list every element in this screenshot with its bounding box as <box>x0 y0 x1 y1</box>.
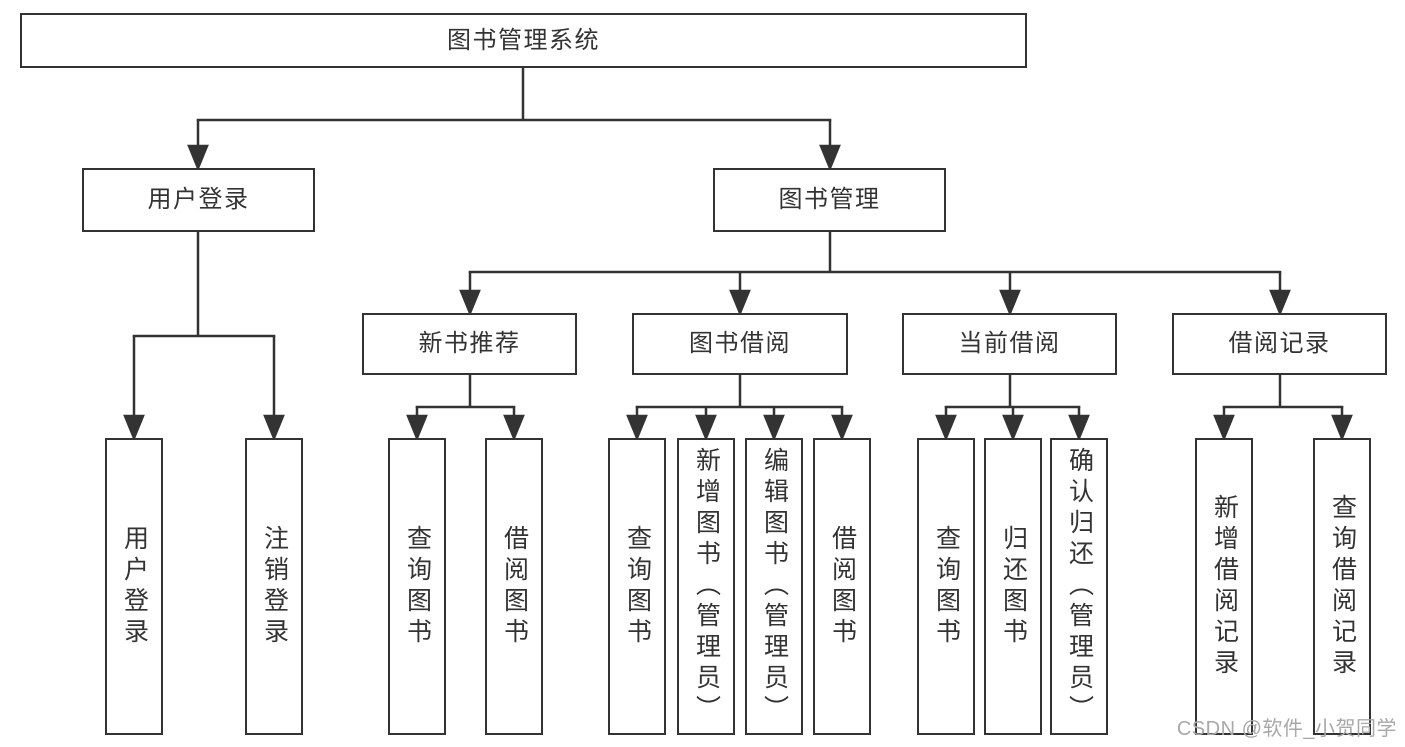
node-current-borrow-label: 当前借阅 <box>958 330 1061 357</box>
node-root: 图书管理系统 <box>20 13 1027 68</box>
node-borrow-records: 借阅记录 <box>1172 313 1387 375</box>
node-current-borrow: 当前借阅 <box>902 313 1117 375</box>
node-borrowing: 图书借阅 <box>632 313 848 375</box>
leaf-borrowing-query-label: 查询图书 <box>623 524 652 649</box>
leaf-logout: 注销登录 <box>245 438 303 735</box>
leaf-current-query-label: 查询图书 <box>932 524 961 649</box>
leaf-logout-label: 注销登录 <box>260 524 289 649</box>
node-new-books: 新书推荐 <box>362 313 577 375</box>
leaf-borrowing-add-label: 新增图书（管理员） <box>692 447 721 726</box>
connector-borrowing-to-leaves <box>626 374 853 442</box>
connector-current-to-leaves <box>935 374 1090 442</box>
connector-new-books-to-leaves <box>406 374 525 442</box>
node-user-login: 用户登录 <box>82 168 315 232</box>
leaf-current-confirm-return-label: 确认归还（管理员） <box>1065 447 1094 726</box>
leaf-new-books-query-label: 查询图书 <box>403 524 432 649</box>
node-new-books-label: 新书推荐 <box>418 330 521 357</box>
node-borrow-records-label: 借阅记录 <box>1228 330 1331 357</box>
node-borrowing-label: 图书借阅 <box>689 330 791 357</box>
leaf-new-books-borrow-label: 借阅图书 <box>500 524 529 649</box>
leaf-records-add: 新增借阅记录 <box>1195 438 1253 735</box>
leaf-current-query: 查询图书 <box>917 438 975 735</box>
node-user-login-label: 用户登录 <box>147 186 250 213</box>
leaf-user-login: 用户登录 <box>105 438 163 735</box>
leaf-new-books-query: 查询图书 <box>388 438 446 735</box>
leaf-user-login-label: 用户登录 <box>120 524 149 649</box>
connector-book-mgmt-to-level3 <box>459 231 1291 317</box>
leaf-records-query-label: 查询借阅记录 <box>1328 493 1357 680</box>
leaf-records-add-label: 新增借阅记录 <box>1210 493 1239 680</box>
connector-root-to-level2 <box>187 67 841 172</box>
leaf-borrowing-edit-label: 编辑图书（管理员） <box>760 447 789 726</box>
leaf-borrowing-borrow: 借阅图书 <box>813 438 871 735</box>
leaf-borrowing-add: 新增图书（管理员） <box>677 438 735 735</box>
leaf-current-return: 归还图书 <box>984 438 1042 735</box>
leaf-borrowing-edit: 编辑图书（管理员） <box>745 438 803 735</box>
leaf-borrowing-borrow-label: 借阅图书 <box>828 524 857 649</box>
csdn-watermark: CSDN @软件_小贺同学 <box>1176 718 1397 740</box>
leaf-records-query: 查询借阅记录 <box>1313 438 1371 735</box>
leaf-new-books-borrow: 借阅图书 <box>485 438 543 735</box>
connector-user-login-to-leaves <box>123 231 285 442</box>
leaf-current-confirm-return: 确认归还（管理员） <box>1050 438 1108 735</box>
node-book-mgmt-label: 图书管理 <box>778 186 881 213</box>
connector-records-to-leaves <box>1213 374 1353 442</box>
leaf-borrowing-query: 查询图书 <box>608 438 666 735</box>
node-book-mgmt: 图书管理 <box>713 168 946 232</box>
leaf-current-return-label: 归还图书 <box>999 524 1028 649</box>
node-root-label: 图书管理系统 <box>447 26 600 54</box>
